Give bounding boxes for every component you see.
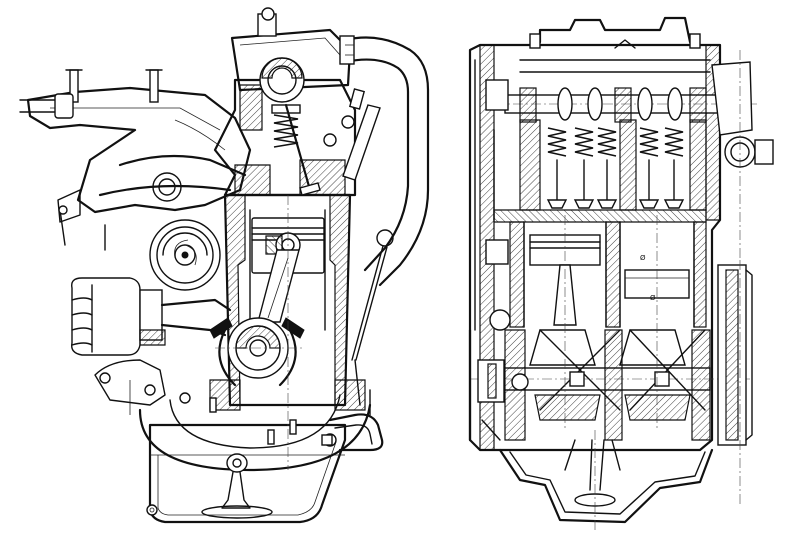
flywheel: [717, 260, 753, 505]
dipstick: [351, 229, 394, 361]
valve-train: [546, 127, 685, 209]
head-bolts: [209, 397, 333, 446]
dim-label-a: Ø: [640, 254, 646, 262]
water-pump: [149, 219, 221, 291]
intake-manifold: [19, 69, 252, 251]
crank-pulley: [468, 328, 529, 442]
manifold-runner: [98, 119, 247, 197]
dim-label-b: Ø: [650, 294, 656, 302]
transverse-section-view: [19, 7, 430, 524]
camshaft-long: [495, 87, 760, 123]
oil-pan-long: [498, 430, 714, 530]
longitudinal-section-view: Ø Ø: [468, 16, 774, 530]
valve-cover: [230, 7, 352, 92]
crankshaft-journal: [209, 317, 305, 387]
oil-filter: [71, 277, 232, 356]
oil-pickup: [146, 453, 273, 519]
cylinder-bore: [249, 209, 326, 331]
coolant-pipe: [339, 35, 430, 287]
crankcase-lower: [129, 380, 372, 472]
camshaft: [259, 57, 305, 103]
cylinders-long: [509, 221, 707, 328]
timing-belt: [474, 59, 511, 331]
cam-cover: [519, 16, 711, 73]
connecting-rod: [257, 249, 300, 323]
oil-pump-housing: [94, 359, 191, 406]
spark-plug: [323, 88, 381, 181]
crankshaft-long: [470, 329, 750, 421]
thermostat-housing: [711, 50, 774, 260]
valve-spring: [271, 103, 321, 196]
head-gasket-line: [493, 119, 707, 223]
